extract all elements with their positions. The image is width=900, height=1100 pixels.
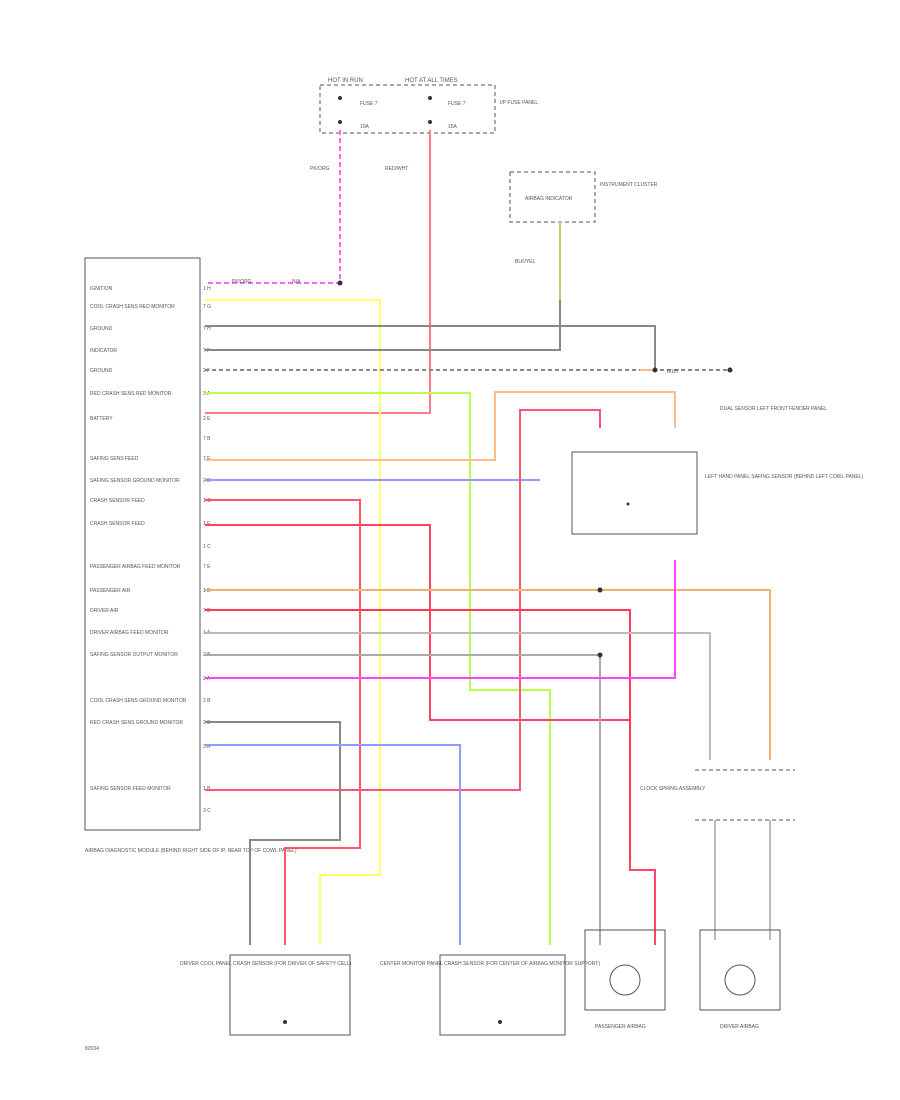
module-pin-label: SAFING SENS FEED <box>90 456 139 462</box>
center-sensor-label: CENTER MONITOR PANEL CRASH SENSOR (FOR C… <box>380 961 600 967</box>
splices: G107 <box>337 280 733 658</box>
fuse-panel: HOT IN RUN HOT AT ALL TIMES FUSE 7 FUSE … <box>319 78 538 134</box>
module-pin-number: 7 B <box>203 436 211 442</box>
safing-box-label: LEFT HAND PANEL SAFING SENSOR (BEHIND LE… <box>705 474 864 480</box>
module-pin-number: 2 E <box>203 416 211 422</box>
module-pin-label: GROUND <box>90 368 113 374</box>
ignition-circuit-number: N/A <box>292 279 301 285</box>
module-pin-label: INDICATOR <box>90 348 117 354</box>
driver-airbag: DRIVER AIRBAG <box>699 929 781 1030</box>
module-pin-label: CRASH SENSOR FEED <box>90 521 145 527</box>
module-pin-label: PASSENGER AIR <box>90 588 131 594</box>
center-sensor: CENTER MONITOR PANEL CRASH SENSOR (FOR C… <box>380 954 600 1036</box>
cluster-label: INSTRUMENT CLUSTER <box>600 182 658 188</box>
module-pin-label: SAFING SENSOR GROUND MONITOR <box>90 478 180 484</box>
module-pin-label: CRASH SENSOR FEED <box>90 498 145 504</box>
wires <box>205 130 771 945</box>
module-pin-label: PASSENGER AIRBAG FEED MONITOR <box>90 564 181 570</box>
fuse-panel-label: I/P FUSE PANEL <box>500 100 538 106</box>
wire-labels: PK/ORG RED/WHT BLK/YEL PK/ORG N/A <box>232 166 536 285</box>
fuse-right-label: FUSE 7 <box>448 101 466 107</box>
ground-splice-label: G107 <box>667 369 679 375</box>
module-pin-number: 7 G <box>203 304 211 310</box>
passenger-airbag: PASSENGER AIRBAG <box>584 929 666 1030</box>
ignition-wire-label: PK/ORG <box>310 166 330 172</box>
module-pin-label: SAFING SENSOR FEED MONITOR <box>90 786 171 792</box>
module-pin-label: RED CRASH SENS GROUND MONITOR <box>90 720 183 726</box>
module-caption: AIRBAG DIAGNOSTIC MODULE (BEHIND RIGHT S… <box>85 848 297 854</box>
left-sensor-label: DRIVER COOL PANEL CRASH SENSOR (FOR DRIV… <box>180 961 352 967</box>
module-pin-label: RED CRASH SENS RED MONITOR <box>90 391 172 397</box>
instrument-cluster: AIRBAG INDICATOR INSTRUMENT CLUSTER <box>509 171 658 223</box>
hot-in-run-label: HOT IN RUN <box>328 78 363 84</box>
module-pin-label: COOL CRASH SENS RED MONITOR <box>90 304 175 310</box>
module-pin-label: BATTERY <box>90 416 113 422</box>
cluster-box-label: AIRBAG INDICATOR <box>525 196 573 202</box>
module-pin-label: GROUND <box>90 326 113 332</box>
module-pin-number: 3 C <box>203 808 211 814</box>
battery-wire-label: RED/WHT <box>385 166 408 172</box>
module-pin-number: 1 H <box>203 286 211 292</box>
module-pin-number: 2 B <box>203 698 211 704</box>
module-pin-label: COOL CRASH SENS GROUND MONITOR <box>90 698 187 704</box>
driver-airbag-label: DRIVER AIRBAG <box>720 1024 759 1030</box>
passenger-airbag-label: PASSENGER AIRBAG <box>595 1024 646 1030</box>
module-pin-label: DRIVER AIR <box>90 608 119 614</box>
module-pin-number: 3 A <box>203 744 211 750</box>
module-pin-labels: IGNITION 1 H COOL CRASH SENS RED MONITOR 7 … <box>90 286 211 814</box>
module-pin-number: 7 E <box>203 564 211 570</box>
amp-right-label: 15A <box>448 124 458 130</box>
driver-cowl-sensor: DRIVER COOL PANEL CRASH SENSOR (FOR DRIV… <box>180 954 352 1036</box>
diagram-code: 82034 <box>85 1046 99 1052</box>
indicator-wire-label: BLK/YEL <box>515 259 536 265</box>
hot-at-all-times-label: HOT AT ALL TIMES <box>405 78 458 84</box>
module-pin-label: IGNITION <box>90 286 113 292</box>
amp-left-label: 10A <box>360 124 370 130</box>
module-pin-label: SAFING SENSOR OUTPUT MONITOR <box>90 652 178 658</box>
module-pin-number: 1 C <box>203 544 211 550</box>
airbag-module-box <box>84 257 201 831</box>
safing-sensor: DUAL SENSOR LEFT FRONT FENDER PANEL LEFT… <box>571 406 864 535</box>
clock-spring: CLOCK SPRING ASSEMBLY <box>640 769 795 940</box>
safing-location-label: DUAL SENSOR LEFT FRONT FENDER PANEL <box>720 406 827 412</box>
clock-spring-label: CLOCK SPRING ASSEMBLY <box>640 786 706 792</box>
module-pin-label: DRIVER AIRBAG FEED MONITOR <box>90 630 169 636</box>
fuse-left-label: FUSE 7 <box>360 101 378 107</box>
ignition-harness-label: PK/ORG <box>232 279 252 285</box>
module-pin-number: 7 H <box>203 326 211 332</box>
